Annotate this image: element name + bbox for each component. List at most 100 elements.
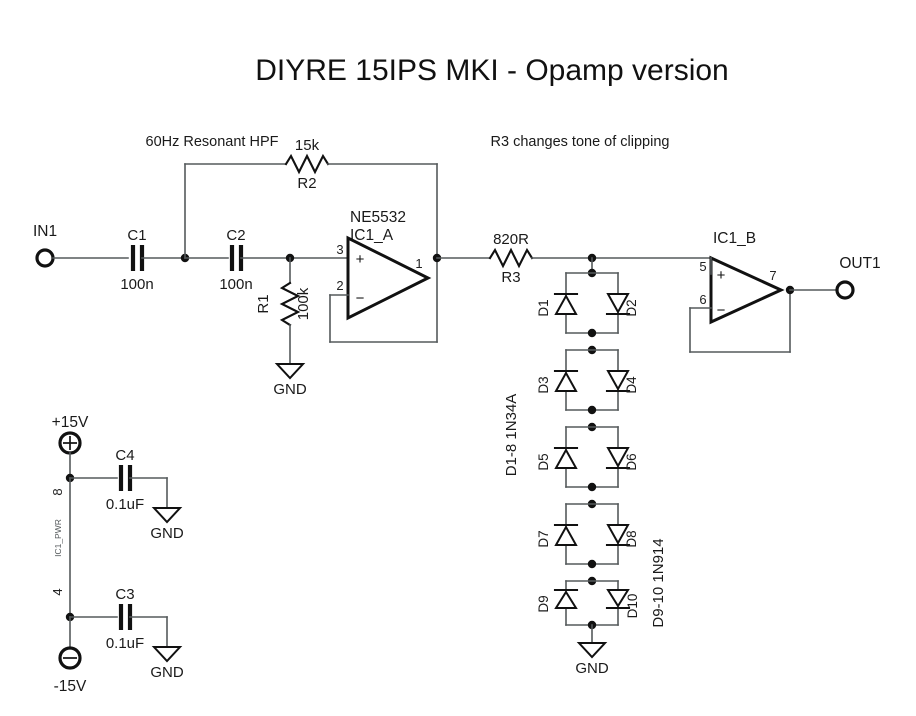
r2-value: 15k [295,137,320,154]
c4-refdes: C4 [115,447,134,464]
ground-diodes: GND [575,642,609,677]
gnd-label-r1: GND [273,381,307,398]
power-source-negative[interactable]: -15V [54,616,87,695]
c1-value: 100n [120,276,153,293]
node-pair4-bottom [587,559,597,569]
d7-triangle [554,524,578,546]
d10-triangle [606,589,630,608]
d5-triangle [554,447,578,469]
d10-refdes: D10 [625,594,640,619]
power-source-positive[interactable]: +15V [52,414,89,479]
r1-zigzag [279,281,301,327]
gnd-label-c3: GND [150,664,184,681]
resistor-r2[interactable]: 15k R2 [284,137,438,192]
node-pair3-bottom [587,482,597,492]
ic1a-plus-sign: + [356,251,365,268]
c3-value: 0.1uF [106,635,144,652]
c4-value: 0.1uF [106,496,144,513]
c1-refdes: C1 [127,227,146,244]
ic1a-pin2-number: 2 [336,278,343,293]
page-title: DIYRE 15IPS MKI - Opamp version [255,54,729,87]
ic1a-triangle[interactable] [346,235,432,321]
gnd-triangle-r1 [274,363,306,380]
vpos-label: +15V [52,414,89,431]
ground-c3: GND [150,646,184,681]
ic1b-refdes: IC1_B [713,230,756,247]
d2-triangle [606,293,630,315]
opamp-ic1b[interactable]: IC1_B 5 + 6 − 7 [689,230,795,353]
r2-zigzag [284,153,330,175]
ic1a-pin3-number: 3 [336,242,343,257]
d9-refdes: D9 [536,595,551,612]
capacitor-c2[interactable]: C2 100n [184,227,253,293]
r3-refdes: R3 [501,269,520,286]
terminal-out1[interactable]: OUT1 [789,255,881,300]
ic1b-pin6-number: 6 [699,292,706,307]
d8-triangle [606,524,630,546]
diode-group-label-d1-8: D1-8 1N34A [503,394,520,477]
ic1b-triangle[interactable] [709,255,785,325]
node-pair2-bottom [587,405,597,415]
gnd-triangle-c3 [151,646,183,663]
ic1b-pin5-number: 5 [699,259,706,274]
r2-refdes: R2 [297,175,316,192]
r1-refdes: R1 [255,294,272,313]
d4-triangle [606,370,630,392]
diode-pair-2[interactable]: D3 D4 [536,345,639,415]
c3-refdes: C3 [115,586,134,603]
resistor-r1[interactable]: R1 100k [255,257,312,365]
ic1a-refdes: IC1_A [350,227,394,244]
ic1a-minus-sign: − [356,290,365,307]
ground-c4: GND [150,507,184,542]
d4-refdes: D4 [624,376,639,394]
gnd-label-diodes: GND [575,660,609,677]
ground-r1: GND [273,363,307,398]
capacitor-c3[interactable]: C3 0.1uF [69,586,168,652]
diode-pair-4[interactable]: D7 D8 [536,499,639,569]
power-pin-4-label: 4 [50,588,65,595]
diode-pair-5[interactable]: D9 D10 [536,576,640,630]
d6-triangle [606,447,630,469]
r3-zigzag [488,247,534,269]
note-resonant-hpf: 60Hz Resonant HPF [146,134,279,150]
vneg-label: -15V [54,678,87,695]
terminal-in1-label: IN1 [33,223,57,240]
terminal-in1[interactable]: IN1 [33,223,129,268]
diode-pair-3[interactable]: D5 D6 [536,422,639,492]
resistor-r3[interactable]: 820R R3 [436,231,712,286]
out1-terminal-circle[interactable] [835,280,855,300]
d5-refdes: D5 [536,453,551,470]
r3-value: 820R [493,231,529,248]
gnd-triangle-c4 [151,507,183,524]
c2-value: 100n [219,276,252,293]
d6-refdes: D6 [624,453,639,470]
diode-pair-1[interactable]: D1 D2 [536,268,639,338]
note-r3-tone: R3 changes tone of clipping [491,134,670,150]
d3-triangle [554,370,578,392]
capacitor-c4[interactable]: C4 0.1uF [69,447,168,513]
d8-refdes: D8 [624,530,639,547]
opamp-ic1a[interactable]: NE5532 IC1_A 3 + 2 − 1 [329,209,442,343]
ic1b-plus-sign: + [717,267,726,284]
in1-terminal-circle[interactable] [35,248,55,268]
d2-refdes: D2 [624,299,639,316]
d7-refdes: D7 [536,530,551,547]
power-pin-8-label: 8 [50,488,65,495]
c2-refdes: C2 [226,227,245,244]
capacitor-c1[interactable]: C1 100n [120,227,186,293]
ic1a-part-number: NE5532 [350,209,406,226]
r1-value: 100k [295,287,312,320]
d1-refdes: D1 [536,299,551,316]
ic1b-pin7-number: 7 [769,268,776,283]
d1-triangle [554,293,578,315]
d3-refdes: D3 [536,376,551,393]
ic1a-pin1-number: 1 [415,256,422,271]
terminal-out1-label: OUT1 [839,255,880,272]
gnd-label-c4: GND [150,525,184,542]
node-pair1-bottom [587,328,597,338]
power-net-label: IC1_PWR [53,519,63,557]
ic1b-minus-sign: − [717,302,726,319]
diode-group-label-d9-10: D9-10 1N914 [650,538,667,627]
d9-triangle [554,590,578,609]
